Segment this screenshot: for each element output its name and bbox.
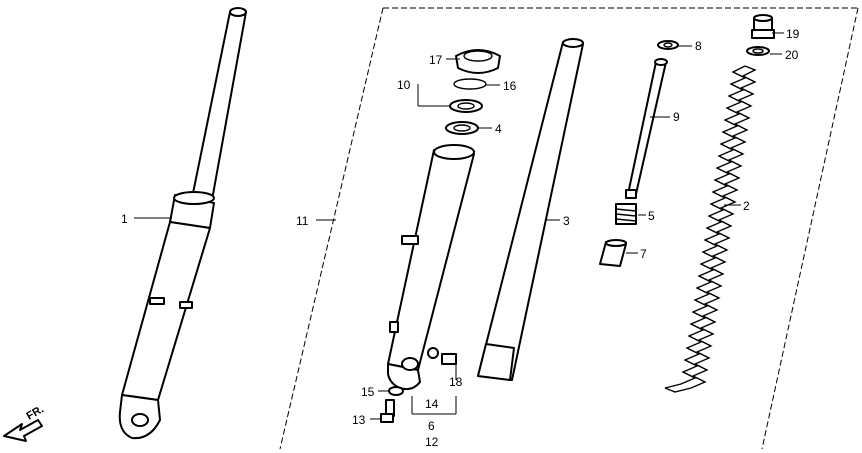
label-4: 4 <box>495 122 502 136</box>
damper-rod <box>625 58 668 199</box>
label-10: 10 <box>397 78 411 92</box>
front-direction-label: FR. <box>25 403 46 422</box>
oil-lock-piece <box>599 239 627 267</box>
oil-seal <box>449 99 483 113</box>
rod-washer <box>657 40 679 50</box>
sealing-washer <box>388 386 404 396</box>
fork-leg-complete <box>118 7 247 440</box>
label-3: 3 <box>563 214 570 228</box>
front-direction-indicator: FR. <box>3 403 46 442</box>
fork-spring <box>664 65 757 393</box>
stopper-ring <box>453 78 487 90</box>
label-20: 20 <box>785 48 799 62</box>
fork-bolt <box>751 14 775 39</box>
front-arrow-icon <box>3 419 43 442</box>
label-7: 7 <box>640 247 647 261</box>
label-18: 18 <box>449 375 463 389</box>
label-8: 8 <box>695 39 702 53</box>
label-1: 1 <box>121 212 128 226</box>
label-11: 11 <box>296 214 309 228</box>
socket-bolt <box>380 399 395 423</box>
back-up-ring <box>445 121 479 135</box>
label-16: 16 <box>503 79 517 93</box>
o-ring <box>746 46 770 56</box>
fork-tube <box>477 38 584 381</box>
dust-seal <box>455 49 501 74</box>
drain-bolt <box>427 347 457 365</box>
label-15: 15 <box>361 385 375 399</box>
leader-lines <box>134 32 784 420</box>
label-5: 5 <box>648 209 655 223</box>
label-17: 17 <box>429 53 443 67</box>
part-labels: 1 2 3 4 5 6 7 8 9 10 11 12 13 14 15 16 1… <box>121 27 800 449</box>
label-19: 19 <box>786 27 800 41</box>
label-13: 13 <box>352 413 366 427</box>
rebound-spring <box>615 203 637 225</box>
fork-slider <box>387 144 475 391</box>
label-14: 14 <box>425 397 439 411</box>
label-9: 9 <box>673 110 680 124</box>
label-12: 12 <box>425 435 439 449</box>
label-2: 2 <box>743 199 750 213</box>
label-6: 6 <box>428 419 435 433</box>
fork-assembly-frame <box>279 7 859 450</box>
